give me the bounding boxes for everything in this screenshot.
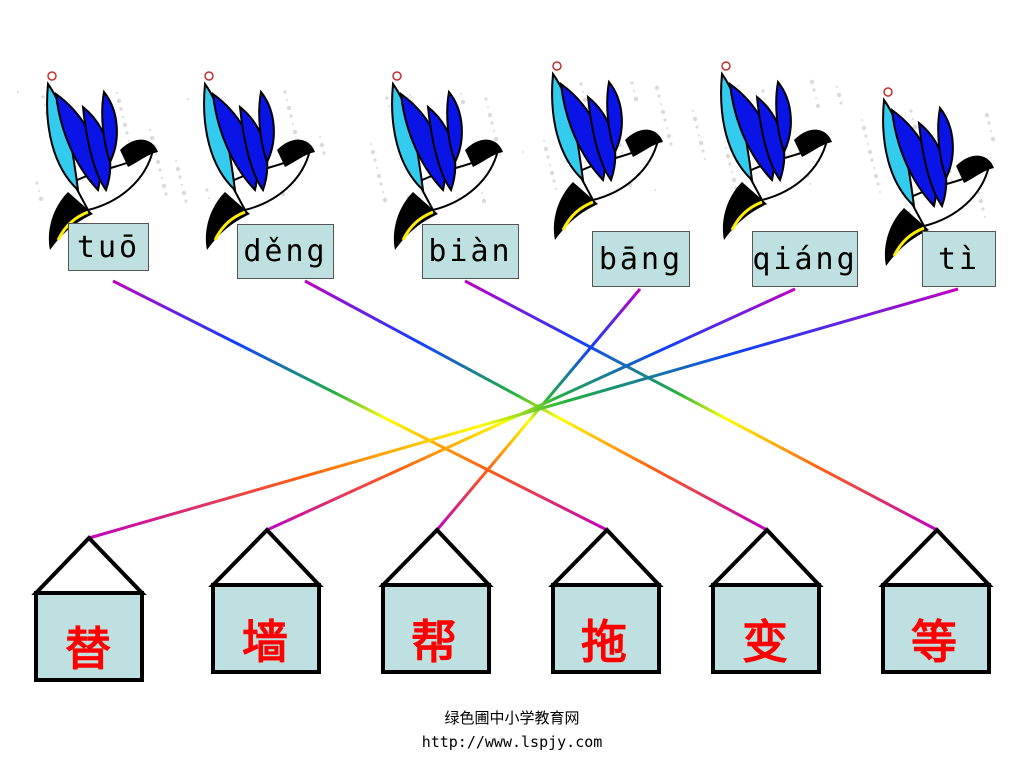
- footer-site-name: 绿色圃中小学教育网: [444, 709, 580, 727]
- house-icon: [208, 527, 324, 674]
- footer-url[interactable]: http://www.lspjy.com: [421, 733, 603, 751]
- bird-icon: [370, 71, 503, 250]
- character-ti[interactable]: 替: [65, 622, 111, 676]
- house-icon: [378, 527, 494, 674]
- character-tuo[interactable]: 拖: [581, 615, 627, 669]
- pinyin-label-bang[interactable]: bāng: [592, 231, 690, 287]
- house-icon: [31, 535, 147, 682]
- connection-line: [266, 287, 796, 532]
- house-icon: [708, 527, 824, 674]
- bird-icon: [522, 61, 673, 240]
- pinyin-label-qiang[interactable]: qiáng: [752, 231, 858, 287]
- bird-icon: [692, 61, 843, 240]
- character-bang[interactable]: 帮: [411, 615, 457, 669]
- pinyin-label-deng[interactable]: děng: [237, 224, 334, 279]
- house-icon: [548, 527, 664, 674]
- connection-line: [112, 279, 608, 532]
- bird-icon: [17, 71, 168, 250]
- character-deng[interactable]: 等: [911, 615, 957, 669]
- bird-icon: [861, 87, 996, 266]
- connection-line: [88, 287, 959, 540]
- character-qiang[interactable]: 墙: [242, 615, 288, 669]
- connection-line: [464, 279, 938, 532]
- connection-line: [304, 279, 768, 532]
- character-bian[interactable]: 变: [742, 615, 788, 669]
- bird-icon: [175, 71, 326, 250]
- pinyin-label-ti[interactable]: tì: [922, 231, 996, 287]
- pinyin-label-bian[interactable]: biàn: [422, 224, 519, 279]
- house-icon: [878, 527, 994, 674]
- pinyin-label-tuo[interactable]: tuō: [68, 223, 149, 271]
